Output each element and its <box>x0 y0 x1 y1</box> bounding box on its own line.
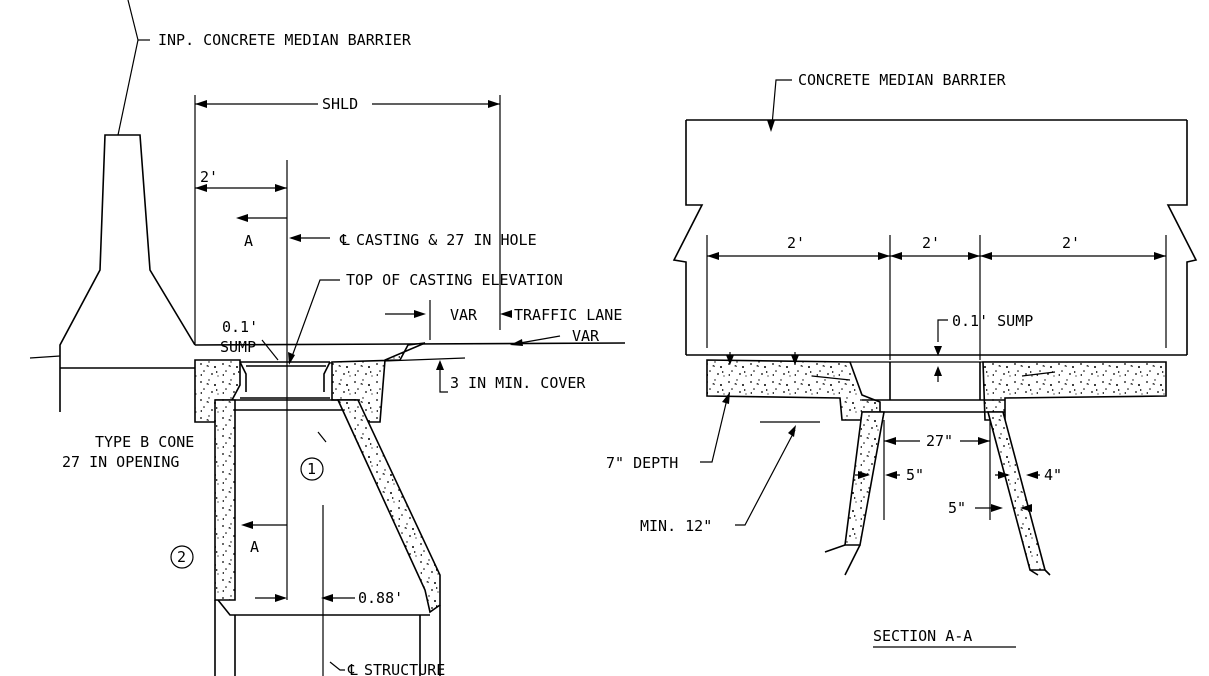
ground-line-left <box>29 355 61 359</box>
casting-frame-right <box>862 362 1005 413</box>
cone-wall-left <box>844 411 885 546</box>
dim-5-bottom-arrows <box>991 504 1032 512</box>
dim-left: 2' <box>787 234 805 252</box>
cl-symbol: ℄ <box>339 231 350 249</box>
traffic-lane-label: TRAFFIC LANE <box>514 306 622 324</box>
sump-arrow-down <box>934 346 942 356</box>
right-detail: CONCRETE MEDIAN BARRIER 2' 2' 2' 0.1' SU… <box>606 71 1198 648</box>
barrier-label: INP. CONCRETE MEDIAN BARRIER <box>158 31 412 49</box>
sump-leader-right <box>937 319 948 342</box>
section-arrowhead-top <box>236 214 248 222</box>
min-label: MIN. 12" <box>640 517 712 535</box>
dim-5-top: 5" <box>906 466 924 484</box>
section-title: SECTION A-A <box>873 627 972 645</box>
dim-27: 27" <box>926 432 953 450</box>
depth-leader-arrow <box>722 392 730 404</box>
var2-arrow <box>510 339 523 346</box>
dim-5-top-arrows <box>858 471 897 479</box>
slab-marks <box>811 371 1056 381</box>
barrier-leader-right <box>771 79 792 126</box>
min-cover-label: 3 IN MIN. COVER <box>450 374 586 392</box>
wall-left <box>214 399 236 601</box>
section-mark-top: A <box>244 232 253 250</box>
section-mark-bottom: A <box>250 538 259 556</box>
callout-1-circle <box>300 457 324 481</box>
median-barrier <box>59 134 196 412</box>
barrier-leader <box>117 0 139 136</box>
structure-cl-label: STRUCTURE <box>364 661 445 676</box>
min-leader <box>735 429 796 526</box>
callout-2-circle <box>170 545 194 569</box>
top-casting-leader <box>289 279 340 363</box>
barrier-arrow-right <box>767 120 775 132</box>
dim-5-bottom: 5" <box>948 499 966 517</box>
left-detail: INP. CONCRETE MEDIAN BARRIER SHLD 2' A ℄… <box>29 0 626 676</box>
depth-leader <box>700 394 729 463</box>
depth-arrows <box>726 355 799 365</box>
cl-casting-arrow <box>289 234 301 242</box>
cone-wall-right <box>986 411 1047 571</box>
barrier-label-right: CONCRETE MEDIAN BARRIER <box>798 71 1007 89</box>
casting-frame <box>239 361 331 399</box>
cone-wall-ends <box>824 544 1051 576</box>
top-casting-label: TOP OF CASTING ELEVATION <box>346 271 563 289</box>
cone-label-1: TYPE B CONE <box>95 433 194 451</box>
min-leader-arrow <box>788 425 796 437</box>
inner-ext-lines <box>883 420 991 520</box>
depth-label: 7" DEPTH <box>606 454 678 472</box>
cone-top-plates <box>215 399 360 411</box>
pipe-walls <box>214 600 441 676</box>
section-arrowhead-bottom <box>241 521 253 529</box>
two-ft-label: 2' <box>200 168 218 186</box>
casting-cl-label: CASTING & 27 IN HOLE <box>356 231 537 249</box>
dim-4-arrows <box>998 471 1038 479</box>
callout-1: 1 <box>307 460 316 478</box>
sump-label-right: 0.1' SUMP <box>952 312 1033 330</box>
sump-label-1: 0.1' <box>222 318 258 336</box>
callout-2: 2 <box>177 548 186 566</box>
cone-label-2: 27 IN OPENING <box>62 453 179 471</box>
dim-right: 2' <box>1062 234 1080 252</box>
barrier-left-break <box>672 120 704 355</box>
top-casting-arrow <box>288 352 295 365</box>
offset-label: 0.88' <box>358 589 403 607</box>
var-arrow-left <box>414 310 426 318</box>
dim-4: 4" <box>1044 466 1062 484</box>
structure-cl-leader <box>329 661 345 671</box>
dim-mid: 2' <box>922 234 940 252</box>
min-cover-leader <box>439 364 448 393</box>
sump-arrow-up <box>934 366 942 376</box>
min-cover-arrow <box>436 360 444 370</box>
barrier-right-break <box>1166 120 1198 355</box>
shld-label: SHLD <box>322 95 358 113</box>
traffic-arrow <box>500 310 512 318</box>
sump-leader <box>261 339 279 361</box>
offset-arrows <box>275 594 333 602</box>
wall-right-cone <box>336 399 441 614</box>
dim-ext-lines <box>706 235 1167 360</box>
slab-left <box>706 359 881 421</box>
dim-27-arrows <box>884 437 990 445</box>
var2-leader <box>519 335 561 344</box>
var-label-1: VAR <box>450 306 478 324</box>
callout-1-tick <box>317 431 327 443</box>
structure-cl-symbol: ℄ <box>347 661 358 676</box>
sump-label-2: SUMP <box>220 338 256 356</box>
base-line <box>217 599 430 616</box>
slab-right <box>982 361 1167 421</box>
var-label-2: VAR <box>572 327 600 345</box>
